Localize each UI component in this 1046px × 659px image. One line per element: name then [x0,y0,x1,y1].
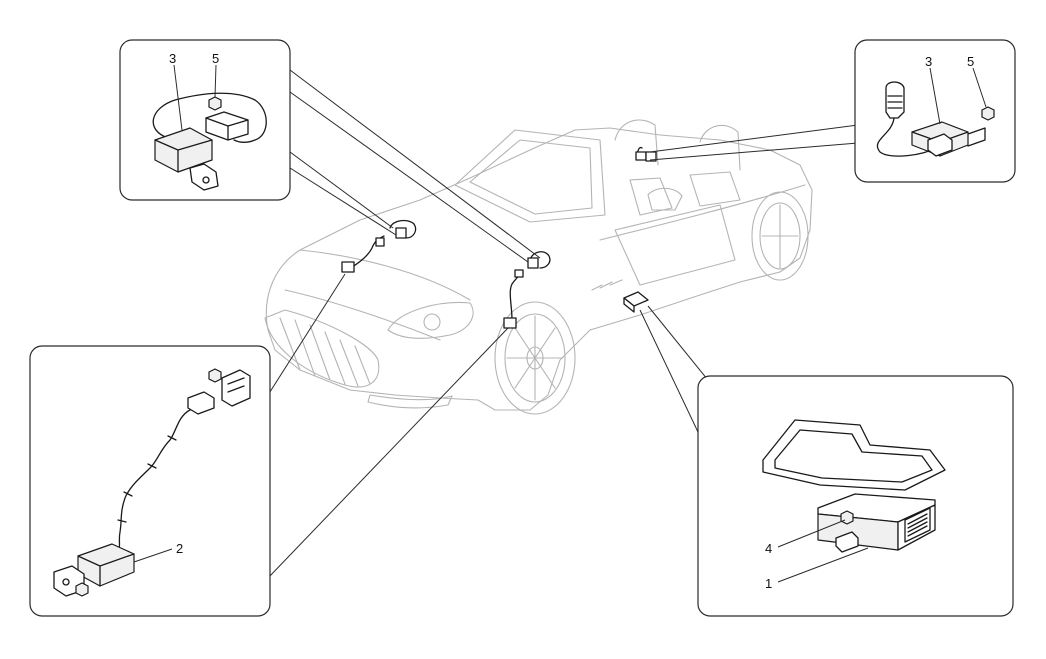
part-number-3: 3 [169,51,176,66]
car-grille [264,309,380,388]
car-lower-intake [367,394,453,409]
label-leader [777,547,869,583]
leader-lines [267,69,859,579]
hood-sensor-harness [529,251,551,269]
car-rollbar [699,124,741,171]
label-leader [214,64,217,98]
seat-sensor [635,151,647,161]
leader-line [639,309,699,433]
part-number-5: 5 [967,54,974,69]
label-leader [929,67,941,125]
pin-connector-pins [907,513,928,537]
leader-line [649,124,859,153]
pin-connector [904,507,931,543]
car-windshield-frame [469,139,593,215]
car-seat [689,171,741,207]
car-body-outline [265,127,813,411]
part-number-2: 2 [176,541,183,556]
label-leader [173,64,183,131]
mounting-tab [835,531,859,553]
car-rear-wheel [751,191,809,281]
leader-line [289,69,541,259]
nut-icon [840,510,854,525]
car-seat [629,177,673,216]
part-number-1: 1 [765,576,772,591]
car-mirror [647,187,683,211]
car-headlight-lens [423,313,441,331]
callout-top-left: 3 5 [119,39,291,201]
nut-icon [981,106,995,121]
car-sensor-locations [341,146,657,329]
leader-line [289,167,397,236]
hood-right-sensor [527,257,539,269]
part-number-5: 5 [212,51,219,66]
label-leader [777,519,846,548]
connector-plug-ridges [887,95,903,109]
crash-sensor-body [154,127,213,173]
front-right-crash-sensor [503,317,517,329]
leader-line [267,327,509,579]
label-leader [972,67,987,108]
car-headlight [387,301,474,339]
leader-line [289,91,529,263]
callout-panel [29,345,271,617]
mounting-bracket-detail [227,377,245,393]
connector-plug [885,81,905,119]
control-unit-on-car-side [623,297,635,313]
car-hood-line [284,289,441,341]
crash-sensor-face [154,139,213,173]
hood-left-sensor [395,227,407,239]
car-illustration [264,119,813,415]
car-door [614,204,736,286]
front-right-harness [509,271,521,321]
front-left-connector [375,237,385,247]
nut-icon [75,582,89,597]
car-rollbar [614,119,659,166]
part-number-4: 4 [765,541,772,556]
module-connector [927,133,953,157]
control-unit-cover-inner [774,429,933,483]
car-hood-line [299,249,471,301]
callout-bottom-right: 4 1 [697,375,1014,617]
leader-line [267,273,346,396]
bracket-hole [62,578,70,586]
sensor-harness-loop [152,92,267,143]
connector-face [205,117,249,141]
front-right-connector [514,269,524,278]
nut-icon [208,368,222,383]
hood-sensor-harness [389,219,417,239]
bracket-hole [202,176,210,184]
callout-top-right: 3 5 [854,39,1016,183]
module-bracket [967,127,986,147]
front-left-crash-sensor [341,261,355,273]
front-crash-sensor-face [77,553,135,587]
car-front-wheel [494,301,576,415]
harness-clip [117,435,177,523]
label-leader [133,548,173,563]
harness-connector [187,391,215,415]
car-side-vents [591,279,623,291]
nut-icon [208,96,222,111]
car-windshield [454,129,606,223]
callout-bottom-left: 2 [29,345,271,617]
control-unit-cover [762,419,946,491]
car-grille-bars [279,317,371,387]
sensor-harness [876,117,936,157]
part-number-3: 3 [925,54,932,69]
leader-line [649,142,859,161]
leader-line [289,151,394,229]
